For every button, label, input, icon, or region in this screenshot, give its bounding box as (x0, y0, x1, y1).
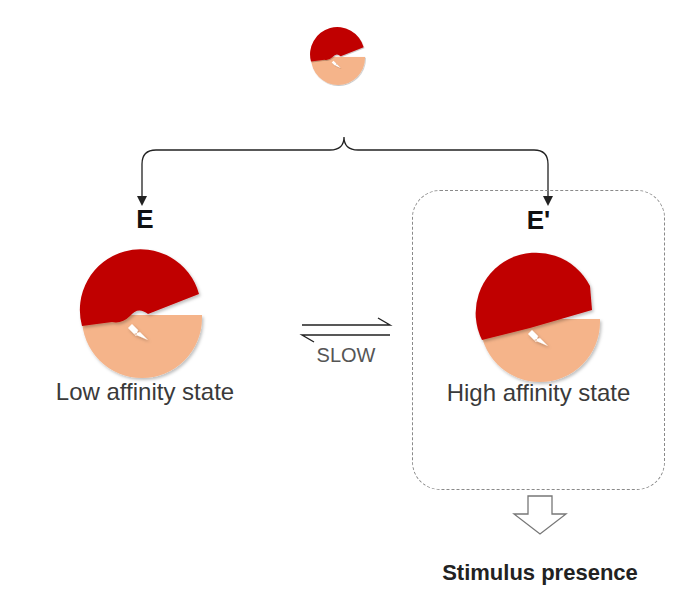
arrow-head (543, 196, 553, 206)
state-symbol: E' (413, 205, 664, 236)
state-label: High affinity state (413, 379, 664, 407)
state-symbol: E (10, 204, 280, 235)
state-group: E Low affinity state (10, 196, 280, 418)
half-arrow (302, 335, 390, 342)
equilibrium-arrows (302, 318, 390, 342)
state-label: Low affinity state (10, 378, 280, 406)
split-bracket (142, 137, 548, 198)
enzyme-low (80, 249, 202, 378)
state-box: E' High affinity state (412, 190, 665, 490)
rate-label: SLOW (317, 344, 376, 367)
enzyme-high (476, 253, 600, 382)
enzyme-small (310, 27, 365, 85)
outcome-label: Stimulus presence (442, 560, 638, 586)
half-arrow (302, 318, 390, 325)
block-arrow (514, 496, 566, 534)
